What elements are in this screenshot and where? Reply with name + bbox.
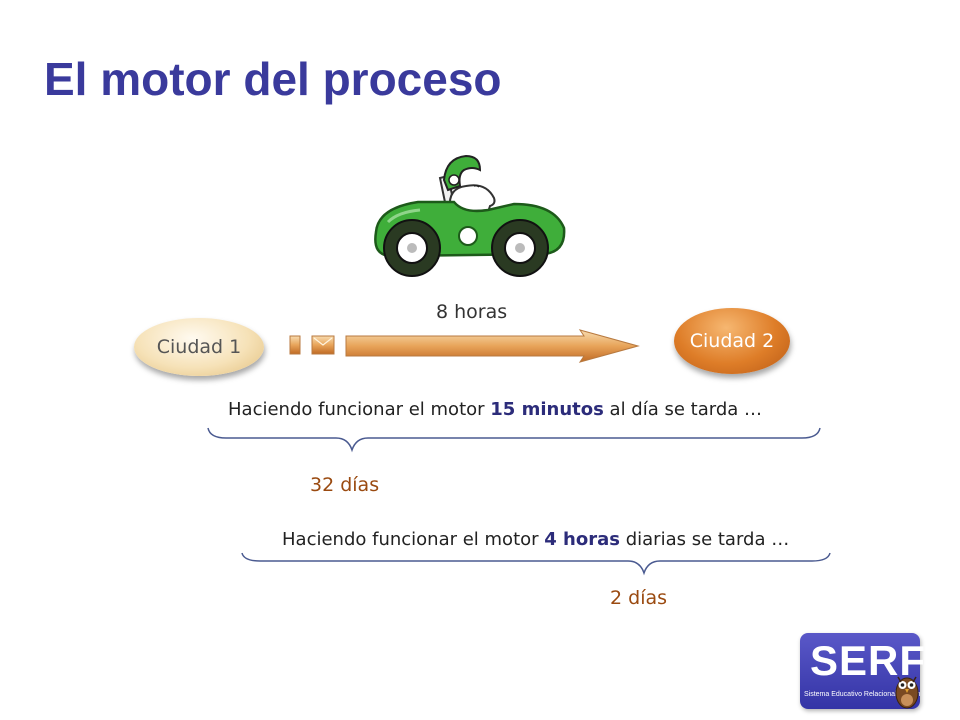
scenario-1-result: 32 días (310, 474, 380, 496)
destination-city-node: Ciudad 2 (674, 308, 790, 374)
scenario-1-brace-icon (207, 427, 821, 453)
scenario-2-highlight: 4 horas (544, 529, 620, 550)
origin-city-label: Ciudad 1 (156, 336, 242, 358)
front-wheel-icon (383, 219, 441, 277)
route-arrow-icon (289, 329, 640, 363)
owl-icon (895, 676, 919, 709)
scenario-2-sentence: Haciendo funcionar el motor 4 horas diar… (282, 529, 789, 550)
logo-text: SERF (810, 637, 927, 684)
scenario-1-suffix: al día se tarda … (603, 399, 763, 420)
scenario-1-prefix: Haciendo funcionar el motor (228, 399, 491, 420)
scenario-1-sentence: Haciendo funcionar el motor 15 minutos a… (228, 399, 762, 420)
rear-wheel-icon (491, 219, 549, 277)
scenario-1-highlight: 15 minutos (490, 399, 604, 420)
scenario-2-prefix: Haciendo funcionar el motor (282, 529, 545, 550)
scenario-2-suffix: diarias se tarda … (619, 529, 790, 550)
race-car-icon (374, 154, 566, 277)
travel-time-label: 8 horas (436, 301, 508, 323)
scenario-2-brace-icon (241, 552, 831, 576)
destination-city-label: Ciudad 2 (689, 330, 775, 352)
scenario-2-result: 2 días (610, 587, 668, 609)
slide-title: El motor del proceso (44, 53, 502, 105)
serf-logo: SERF Sistema Educativo Relacional Fontán (800, 633, 925, 709)
origin-city-node: Ciudad 1 (134, 318, 264, 376)
logo-caption: Sistema Educativo Relacional Fontán (804, 691, 921, 698)
